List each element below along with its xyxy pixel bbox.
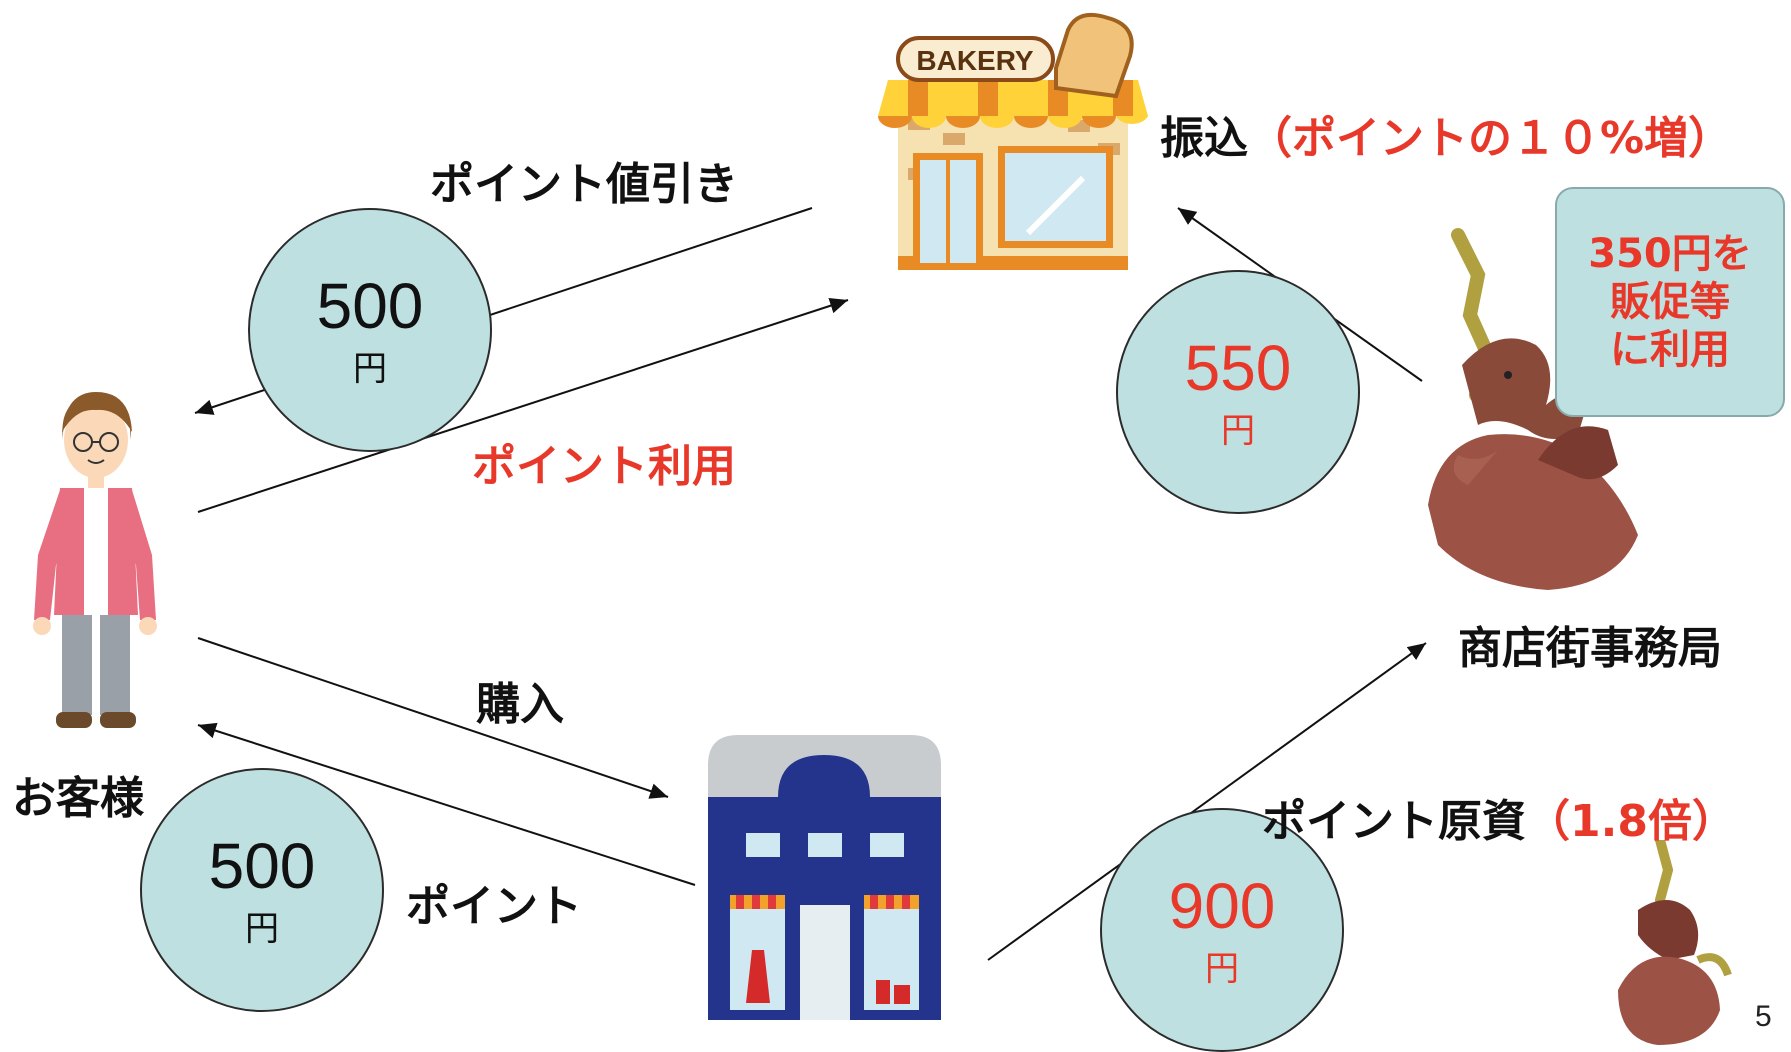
label-funding-note: （1.8倍） <box>1526 796 1736 847</box>
promotion-note: 350円を 販促等 に利用 <box>1555 187 1785 417</box>
mascot-statue-icon <box>1428 228 1638 590</box>
label-purchase: 購入 <box>476 679 564 730</box>
coin-funding-amount: 900 <box>1168 870 1276 942</box>
label-customer: お客様 <box>12 773 144 824</box>
label-transfer-note: （ポイントの１０%増） <box>1248 113 1733 164</box>
label-funding: ポイント原資（1.8倍） <box>1262 785 1736 849</box>
label-point: ポイント <box>406 881 582 932</box>
coin-funding: 900 円 <box>1100 808 1344 1052</box>
coin-point: 500 円 <box>140 768 384 1012</box>
promotion-note-line3: に利用 <box>1610 327 1730 373</box>
coin-point-amount: 500 <box>208 830 316 902</box>
bakery-shop-icon: BAKERY <box>878 13 1148 270</box>
promotion-note-line2: 販促等 <box>1610 279 1730 325</box>
coin-transfer: 550 円 <box>1116 270 1360 514</box>
mascot-statue-small-icon <box>1618 840 1732 1045</box>
coin-transfer-amount: 550 <box>1184 332 1292 404</box>
coin-discount-unit: 円 <box>353 350 387 388</box>
label-transfer-main: 振込 <box>1160 113 1248 164</box>
arrow-purchase <box>197 637 669 799</box>
coin-transfer-unit: 円 <box>1221 412 1255 450</box>
arrow-point <box>197 722 696 886</box>
clothing-shop-icon <box>708 735 941 1020</box>
coin-point-unit: 円 <box>245 910 279 948</box>
label-point-use: ポイント利用 <box>472 441 736 492</box>
arrow-funding <box>987 642 1427 961</box>
promotion-note-line1: 350円を <box>1588 231 1752 277</box>
label-point-discount: ポイント値引き <box>430 159 738 210</box>
label-transfer: 振込（ポイントの１０%増） <box>1160 102 1732 166</box>
customer-icon <box>33 392 157 728</box>
coin-discount: 500 円 <box>248 208 492 452</box>
label-office: 商店街事務局 <box>1458 623 1722 674</box>
svg-text:BAKERY: BAKERY <box>916 45 1034 76</box>
coin-funding-unit: 円 <box>1205 950 1239 988</box>
coin-discount-amount: 500 <box>316 270 424 342</box>
page-number: 5 <box>1755 1000 1772 1033</box>
label-funding-main: ポイント原資 <box>1262 796 1526 847</box>
arrow-point-use <box>197 297 849 513</box>
